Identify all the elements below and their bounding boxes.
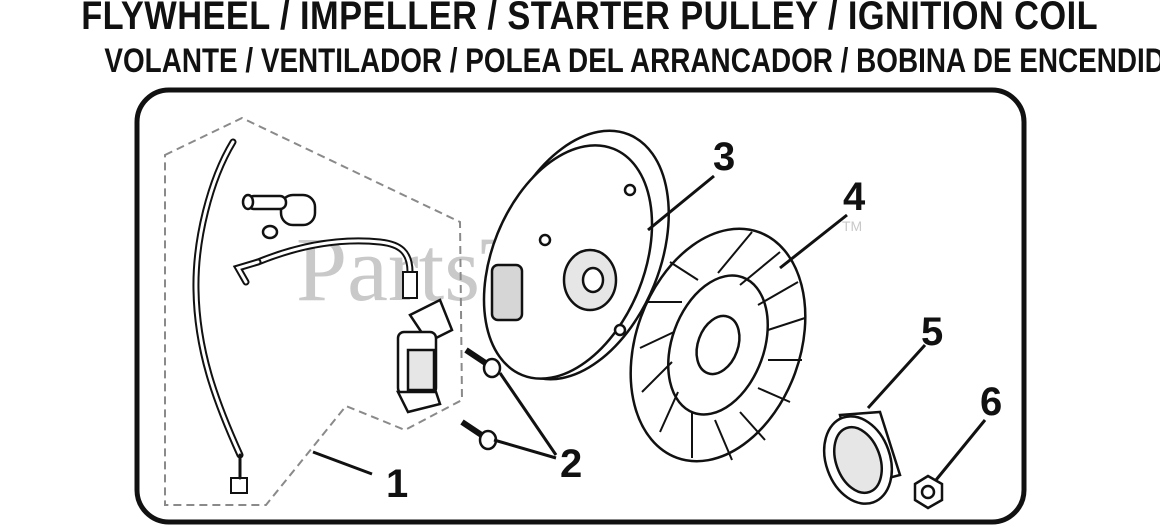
callout-2: 2 bbox=[560, 442, 582, 486]
ground-wire bbox=[192, 138, 248, 494]
diagram-title: FLYWHEEL / IMPELLER / STARTER PULLEY / I… bbox=[81, 0, 1099, 38]
callout-4: 4 bbox=[843, 175, 866, 219]
callout-3: 3 bbox=[713, 135, 735, 179]
starter-pulley bbox=[482, 129, 670, 381]
mounting-bolts bbox=[460, 347, 502, 451]
diagram-subtitle: VOLANTE / VENTILADOR / POLEA DEL ARRANCA… bbox=[104, 42, 1160, 80]
ignition-lead bbox=[232, 237, 418, 299]
leader-lines bbox=[312, 174, 987, 481]
starter-cup bbox=[822, 410, 902, 505]
impeller-fan bbox=[629, 227, 807, 463]
watermark-trademark: TM bbox=[842, 218, 862, 234]
callout-1: 1 bbox=[386, 462, 408, 506]
diagram-frame bbox=[134, 87, 1027, 525]
ignition-coil bbox=[395, 298, 454, 414]
spark-plug-boot bbox=[241, 193, 317, 240]
callout-5: 5 bbox=[921, 310, 943, 354]
flywheel-nut bbox=[913, 474, 944, 510]
callout-6: 6 bbox=[980, 380, 1002, 424]
